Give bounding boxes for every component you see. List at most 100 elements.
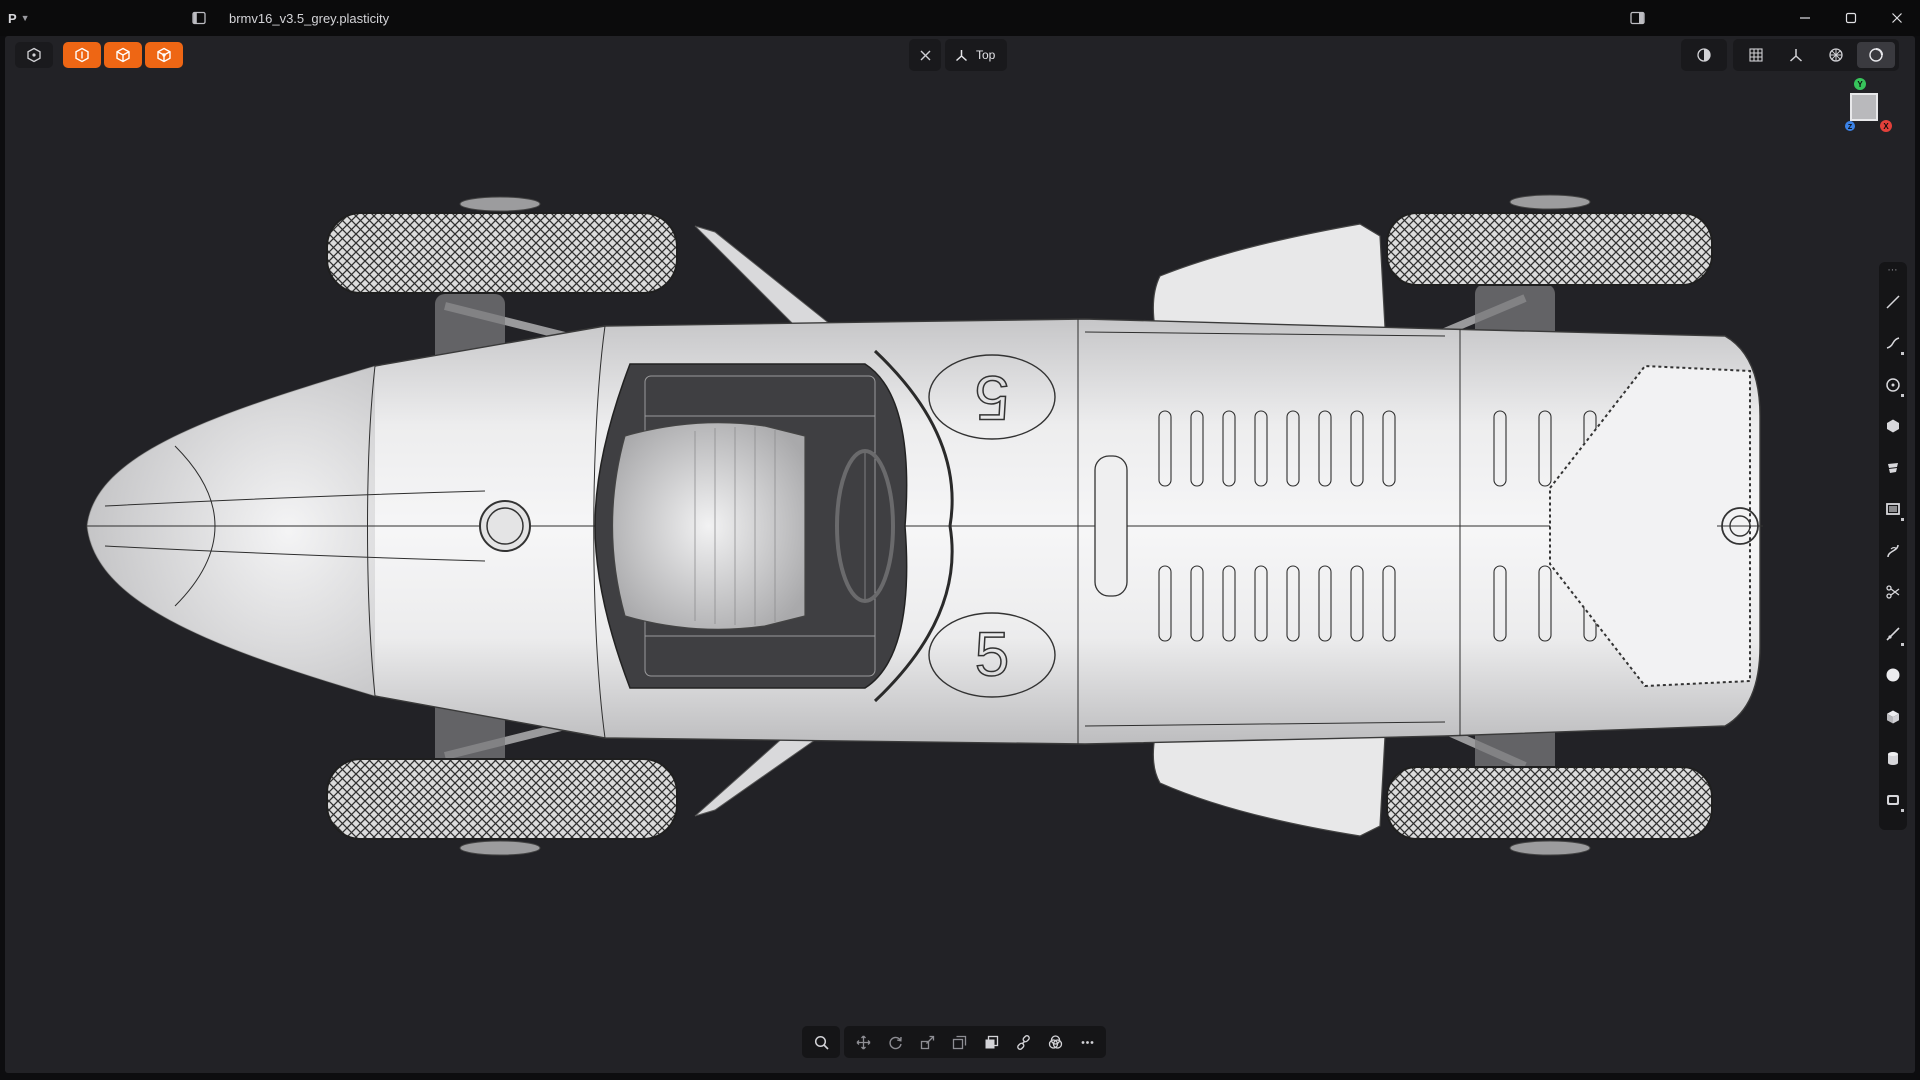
sidebar-toggle-icon[interactable]	[190, 9, 208, 27]
grid-button[interactable]	[1737, 42, 1775, 68]
xray-button[interactable]	[1685, 42, 1723, 68]
overlay-button[interactable]	[1857, 42, 1895, 68]
creation-toolbar: ⋯	[1879, 262, 1907, 830]
cut-tool-button[interactable]	[1881, 574, 1905, 610]
render-mode-button[interactable]	[1817, 42, 1855, 68]
close-window-button[interactable]	[1874, 0, 1920, 36]
cylinder-tool-button[interactable]	[1881, 740, 1905, 776]
curve-tool-icon	[1886, 337, 1900, 349]
link-button[interactable]	[1008, 1028, 1038, 1056]
shell-tool-button[interactable]	[1881, 782, 1905, 818]
circle-tool-icon	[1886, 377, 1900, 392]
vent-slot	[1318, 410, 1332, 487]
gizmo-x-axis[interactable]	[1880, 120, 1892, 132]
rectangle-tool-icon	[1886, 503, 1900, 515]
svg-text:5: 5	[975, 363, 1009, 432]
extrude-tool-button[interactable]	[1881, 450, 1905, 486]
maximize-button[interactable]	[1828, 0, 1874, 36]
side-pod-bottom	[1152, 735, 1386, 837]
link-icon	[1016, 1034, 1030, 1050]
car-model[interactable]: 5 5	[5, 36, 1915, 1073]
line-tool-button[interactable]	[1881, 284, 1905, 320]
reset-view-button[interactable]	[909, 39, 941, 71]
zoom-button[interactable]	[806, 1028, 836, 1056]
polygon-tool-icon	[1887, 419, 1899, 433]
orientation-gizmo[interactable]: Y X Z	[1833, 76, 1893, 136]
exhaust-pipe-top	[694, 225, 837, 337]
app-menu[interactable]: P ▼	[8, 8, 30, 28]
svg-text:5: 5	[975, 621, 1009, 690]
curve-tool-button[interactable]	[1881, 325, 1905, 361]
gizmo-y-axis[interactable]	[1854, 78, 1866, 90]
extrude-tool-icon	[1888, 462, 1898, 473]
number-roundel-bottom: 5	[928, 612, 1056, 698]
minimize-button[interactable]	[1782, 0, 1828, 36]
close-icon	[920, 50, 930, 60]
circle-tool-button[interactable]	[1881, 367, 1905, 403]
box-tool-button[interactable]	[1881, 699, 1905, 735]
face-mode-icon	[75, 47, 89, 63]
side-pod-top	[1152, 223, 1386, 329]
3d-viewport[interactable]: 5 5	[5, 36, 1915, 1073]
vent-slot	[1190, 410, 1204, 487]
vent-slot	[1222, 565, 1236, 642]
display-controls	[1681, 39, 1899, 71]
rotate-icon	[888, 1036, 902, 1049]
cut-tool-icon	[1886, 585, 1900, 599]
vent-slot	[1382, 565, 1396, 642]
gizmo-z-axis[interactable]	[1845, 121, 1855, 131]
xray-icon	[1697, 48, 1711, 62]
polygon-tool-button[interactable]	[1881, 408, 1905, 444]
intersect-button[interactable]	[1040, 1028, 1070, 1056]
window-titlebar: P ▼ brmv16_v3.5_grey.plasticity	[0, 0, 1920, 36]
chevron-down-icon: ▼	[20, 13, 30, 23]
render-mode-icon	[1829, 48, 1843, 62]
box-tool-icon	[1887, 710, 1899, 723]
zoom-icon	[814, 1035, 829, 1050]
object-mode-icon	[27, 47, 41, 63]
duplicate-button[interactable]	[944, 1028, 974, 1056]
axes-button[interactable]	[1777, 42, 1815, 68]
sphere-tool-icon	[1886, 668, 1900, 682]
svg-text:Y: Y	[1857, 80, 1863, 89]
sphere-tool-button[interactable]	[1881, 657, 1905, 693]
edge-mode-icon	[116, 47, 130, 63]
object-mode-button[interactable]	[15, 42, 53, 68]
vent-slot	[1254, 565, 1268, 642]
scale-button[interactable]	[912, 1028, 942, 1056]
selection-mode-toolbar	[15, 42, 183, 68]
wheels	[326, 212, 1713, 840]
vent-slot	[1493, 565, 1507, 642]
maximize-icon	[1845, 12, 1857, 24]
svg-text:Z: Z	[1848, 124, 1853, 131]
boolean-button[interactable]	[976, 1028, 1006, 1056]
minimize-icon	[1800, 17, 1810, 19]
face-mode-button[interactable]	[63, 42, 101, 68]
vent-slot	[1538, 410, 1552, 487]
panel-lines	[87, 319, 1760, 744]
more-button[interactable]	[1072, 1028, 1102, 1056]
transform-toolbar	[802, 1026, 1106, 1058]
move-icon	[856, 1035, 870, 1049]
vent-slot	[1158, 565, 1172, 642]
view-orientation-button[interactable]: Top	[945, 39, 1008, 71]
vent-slot	[1493, 410, 1507, 487]
vent-slot	[1538, 565, 1552, 642]
wheel-front-top	[326, 212, 678, 294]
vertex-mode-button[interactable]	[145, 42, 183, 68]
rectangle-tool-button[interactable]	[1881, 491, 1905, 527]
vent-slot	[1350, 410, 1364, 487]
boolean-icon	[985, 1035, 998, 1048]
edge-mode-button[interactable]	[104, 42, 142, 68]
move-button[interactable]	[848, 1028, 878, 1056]
vertex-mode-icon	[157, 47, 171, 63]
spline-tool-button[interactable]	[1881, 533, 1905, 569]
rotate-button[interactable]	[880, 1028, 910, 1056]
side-panel-toggle-icon[interactable]	[1628, 9, 1646, 27]
wheel-rear-top	[1386, 212, 1713, 286]
vent-slot	[1190, 565, 1204, 642]
intersect-icon	[1048, 1034, 1062, 1049]
fillet-tool-button[interactable]	[1881, 616, 1905, 652]
drag-handle[interactable]: ⋯	[1887, 265, 1899, 276]
line-tool-icon	[1886, 294, 1900, 309]
